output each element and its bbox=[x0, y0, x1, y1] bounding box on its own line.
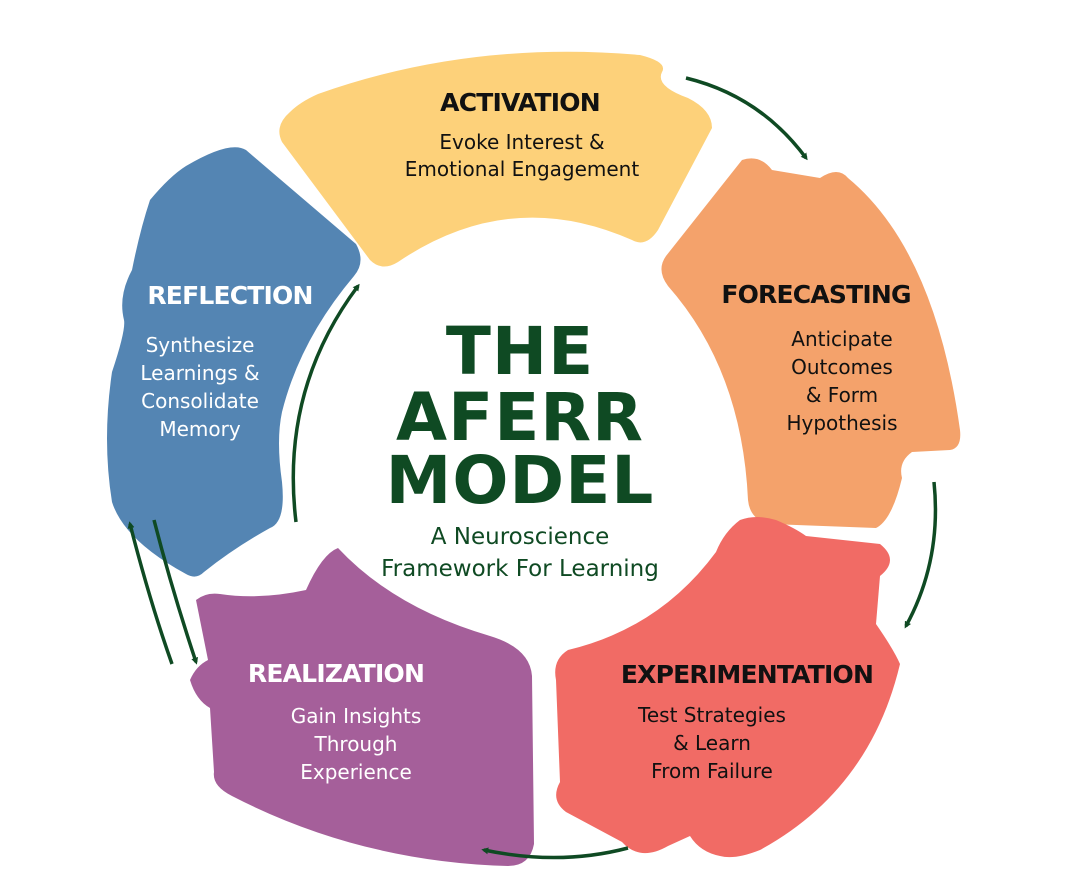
center-title-block: THE AFERR MODEL A Neuroscience Framework… bbox=[381, 313, 659, 582]
forecasting-description-line: & Form bbox=[806, 383, 878, 407]
center-subtitle-line: Framework For Learning bbox=[381, 556, 659, 582]
reflection-segment bbox=[107, 147, 361, 577]
realization-label: REALIZATION Gain Insights Through Experi… bbox=[248, 659, 425, 784]
arrow-activation-to-forecasting bbox=[685, 76, 808, 161]
realization-segment bbox=[190, 548, 534, 866]
arrow-inner-to-reflection bbox=[291, 283, 360, 523]
forecasting-description-line: Anticipate bbox=[791, 327, 892, 351]
reflection-description-line: Consolidate bbox=[141, 389, 259, 413]
realization-description-line: Experience bbox=[300, 760, 412, 784]
forecasting-description-line: Outcomes bbox=[791, 355, 893, 379]
experimentation-label: EXPERIMENTATION Test Strategies & Learn … bbox=[621, 660, 874, 783]
realization-description-line: Through bbox=[314, 732, 398, 756]
forecasting-title: FORECASTING bbox=[721, 280, 910, 309]
reflection-description-line: Memory bbox=[159, 417, 241, 441]
arrow-reflection-to-realization bbox=[152, 519, 198, 665]
experimentation-description-line: From Failure bbox=[651, 759, 773, 783]
reflection-title: REFLECTION bbox=[147, 281, 312, 310]
reflection-description-line: Synthesize bbox=[146, 333, 255, 357]
center-subtitle-line: A Neuroscience bbox=[431, 524, 610, 550]
activation-description-line: Emotional Engagement bbox=[405, 157, 640, 181]
experimentation-segment bbox=[555, 517, 900, 858]
experimentation-description-line: Test Strategies bbox=[637, 703, 786, 727]
arrow-realization-to-reflection bbox=[127, 521, 174, 665]
center-title-line: THE bbox=[446, 313, 594, 390]
center-title-line: AFERR bbox=[396, 379, 644, 456]
realization-title: REALIZATION bbox=[248, 659, 424, 688]
realization-description-line: Gain Insights bbox=[291, 704, 422, 728]
flow-arrows bbox=[127, 76, 938, 860]
arrow-experimentation-to-realization bbox=[481, 846, 629, 860]
forecasting-description-line: Hypothesis bbox=[786, 411, 897, 435]
experimentation-title: EXPERIMENTATION bbox=[621, 660, 873, 689]
experimentation-description-line: & Learn bbox=[673, 731, 751, 755]
activation-label: ACTIVATION Evoke Interest & Emotional En… bbox=[405, 88, 640, 181]
activation-description-line: Evoke Interest & bbox=[439, 130, 604, 154]
forecasting-segment bbox=[661, 158, 961, 528]
forecasting-label: FORECASTING Anticipate Outcomes & Form H… bbox=[721, 280, 911, 435]
center-title-line: MODEL bbox=[386, 442, 655, 519]
activation-segment bbox=[279, 51, 712, 267]
reflection-description-line: Learnings & bbox=[140, 361, 259, 385]
reflection-label: REFLECTION Synthesize Learnings & Consol… bbox=[140, 281, 313, 441]
activation-title: ACTIVATION bbox=[440, 88, 600, 117]
arrow-forecasting-to-experimentation bbox=[904, 481, 938, 629]
